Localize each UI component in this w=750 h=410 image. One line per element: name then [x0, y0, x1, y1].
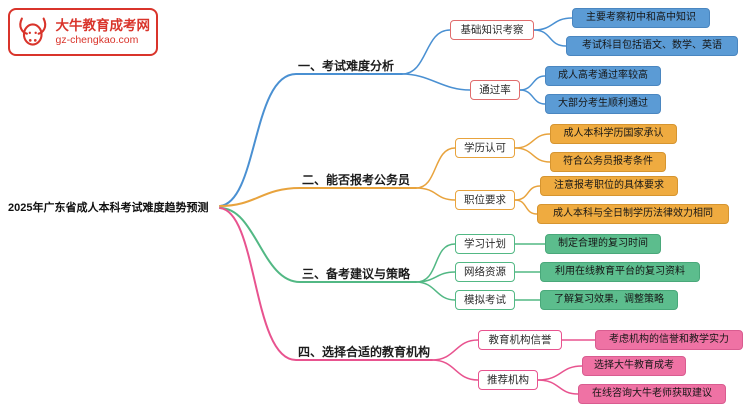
branch-prep-strategy: 三、备考建议与策略 [302, 267, 411, 281]
branch-choose-institute: 四、选择合适的教育机构 [298, 345, 431, 359]
leaf-equal-legal-effect: 成人本科与全日制学历法律效力相同 [537, 204, 729, 224]
leaf-state-recognized: 成人本科学历国家承认 [550, 124, 677, 144]
node-online-resources: 网络资源 [455, 262, 515, 282]
node-pass-rate: 通过率 [470, 80, 520, 100]
leaf-online-consult: 在线咨询大牛老师获取建议 [578, 384, 726, 404]
node-institute-reputation: 教育机构信誉 [478, 330, 562, 350]
leaf-online-platform: 利用在线教育平台的复习资料 [540, 262, 700, 282]
leaf-adjust-strategy: 了解复习效果，调整策略 [540, 290, 678, 310]
site-name: 大牛教育成考网 [55, 18, 151, 34]
root-topic: 2025年广东省成人本科考试难度趋势预测 [8, 202, 209, 214]
node-mock-exam: 模拟考试 [455, 290, 515, 310]
site-logo[interactable]: 大牛教育成考网 gz-chengkao.com [8, 8, 158, 56]
node-study-plan: 学习计划 [455, 234, 515, 254]
leaf-meets-requirements: 符合公务员报考条件 [550, 152, 666, 172]
node-position-requirement: 职位要求 [455, 190, 515, 210]
leaf-reputation-strength: 考虑机构的信誉和教学实力 [595, 330, 743, 350]
leaf-choose-brand: 选择大牛教育成考 [582, 356, 686, 376]
leaf-reasonable-schedule: 制定合理的复习时间 [545, 234, 661, 254]
node-degree-recognition: 学历认可 [455, 138, 515, 158]
leaf-junior-senior: 主要考察初中和高中知识 [572, 8, 710, 28]
leaf-subjects: 考试科目包括语文、数学、英语 [566, 36, 738, 56]
bull-icon [19, 17, 47, 46]
branch-civil-servant: 二、能否报考公务员 [302, 173, 411, 187]
site-domain: gz-chengkao.com [55, 33, 139, 46]
branch-exam-difficulty: 一、考试难度分析 [298, 59, 395, 73]
node-recommended: 推荐机构 [478, 370, 538, 390]
leaf-most-pass: 大部分考生顺利通过 [545, 94, 661, 114]
leaf-check-position: 注意报考职位的具体要求 [540, 176, 678, 196]
node-basic-knowledge: 基础知识考察 [450, 20, 534, 40]
leaf-high-pass-rate: 成人高考通过率较高 [545, 66, 661, 86]
